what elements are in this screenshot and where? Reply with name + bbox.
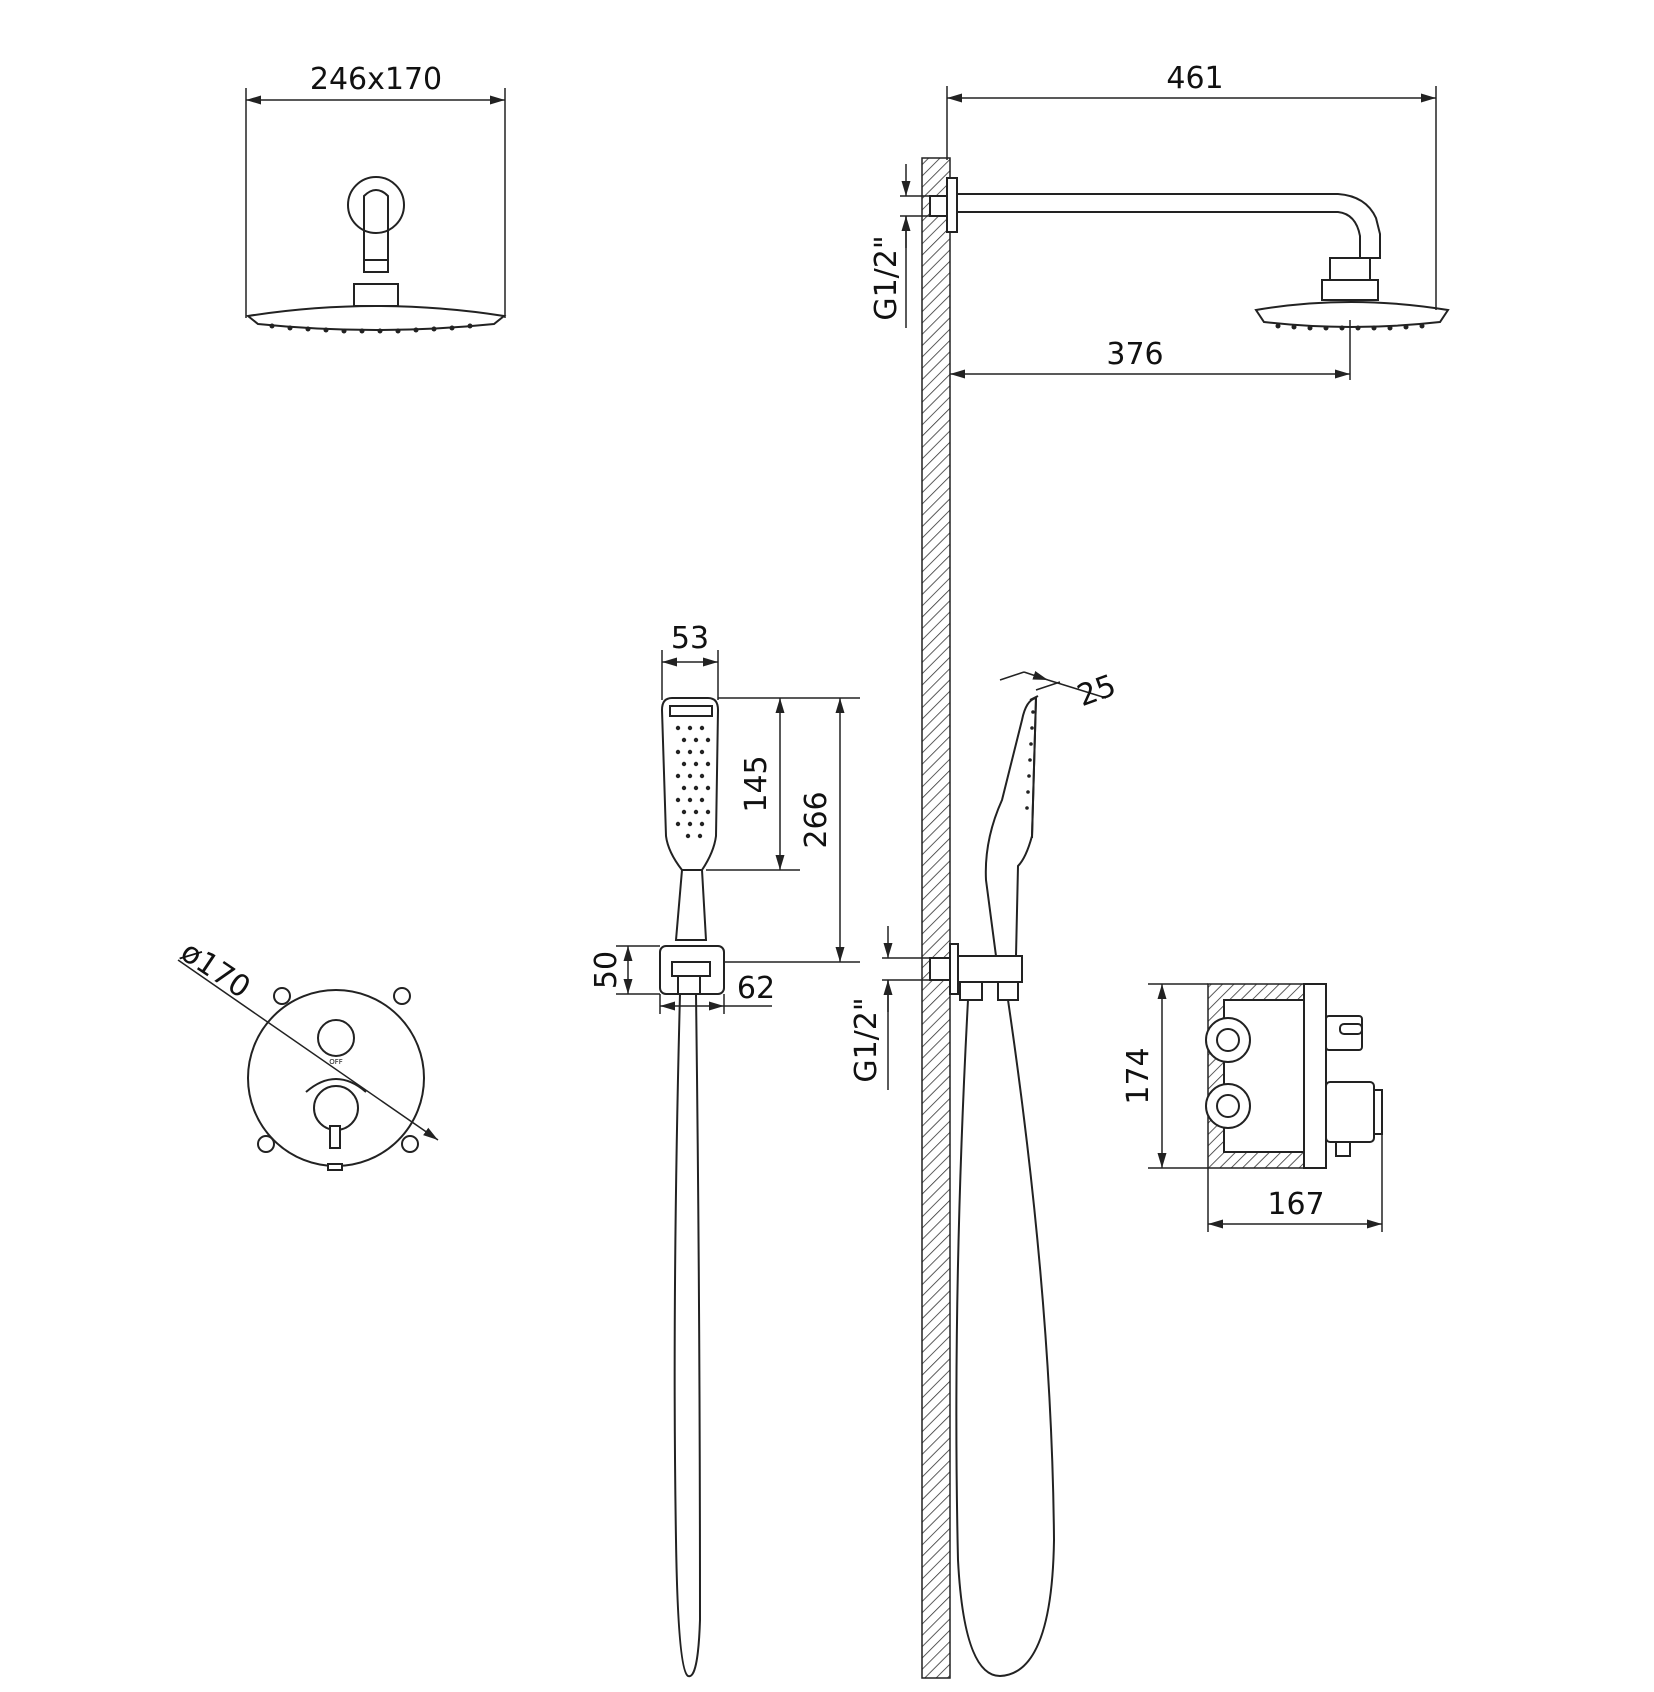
- box-depth-label: 167: [1267, 1187, 1324, 1222]
- box-height-label: 174: [1121, 1047, 1156, 1104]
- side-nozzles: [1025, 710, 1035, 810]
- showerhead-nozzles: [269, 323, 473, 334]
- hand-shower-side-view: 25 G1/2": [849, 668, 1121, 1678]
- handshower-total-length-label: 266: [799, 791, 834, 848]
- holder-height-label: 50: [589, 951, 624, 989]
- hand-shower-front-view: 53 145 266 50: [589, 621, 860, 1678]
- installation-box: 174 167: [1121, 983, 1383, 1232]
- off-label: OFF: [329, 1058, 343, 1066]
- handshower-angle-depth-label: 25: [1073, 668, 1121, 714]
- temperature-knob[interactable]: [313, 1085, 359, 1131]
- plate-diameter-label: ø170: [174, 934, 256, 1005]
- thermostat-plate-front: ø170 OFF: [174, 934, 439, 1171]
- handshower-width-label: 53: [671, 621, 709, 656]
- arm-total-length-label: 461: [1166, 61, 1223, 96]
- showerhead-size-label: 246x170: [310, 62, 442, 97]
- showerhead-front-view: 246x170: [245, 62, 507, 334]
- outlet-connection-label: G1/2": [849, 997, 884, 1082]
- wall-section: [921, 157, 951, 1679]
- arm-projection-label: 376: [1106, 337, 1163, 372]
- shower-arm-side-view: 461 376 G1/2": [869, 61, 1450, 380]
- handshower-head-length-label: 145: [739, 755, 774, 812]
- arm-showerhead-nozzles: [1275, 323, 1425, 331]
- arm-connection-label: G1/2": [869, 235, 904, 320]
- diverter-knob[interactable]: [317, 1019, 355, 1057]
- holder-depth-label: 62: [737, 971, 775, 1006]
- handshower-nozzle-grid: [675, 725, 711, 839]
